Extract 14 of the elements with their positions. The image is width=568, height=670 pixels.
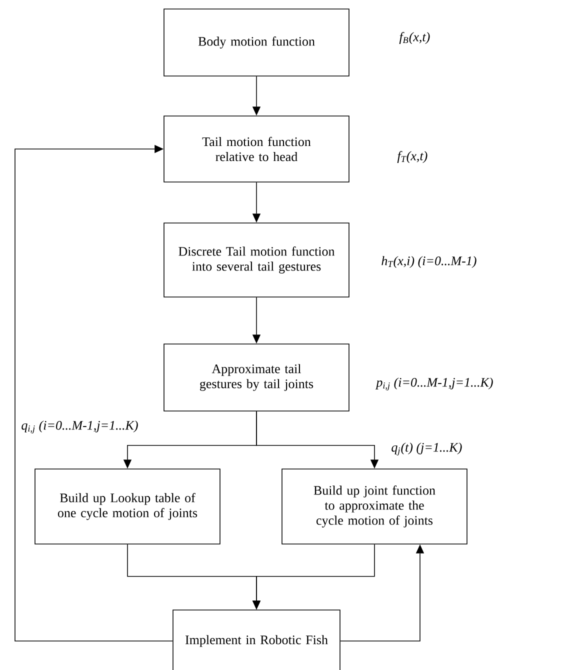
process-box: Tail motion function relative to head <box>164 116 350 182</box>
arrow <box>14 144 173 642</box>
process-box: Build up Lookup table of one cycle motion of joints <box>34 468 220 544</box>
process-box: Build up joint function to approximate the cycle motion of joints <box>282 468 468 544</box>
process-box: Implement in Robotic Fish <box>172 610 340 670</box>
formula-label: f$_{B}$(x,t) <box>399 32 430 44</box>
process-box: Discrete Tail motion function into several tail gestures <box>164 222 350 298</box>
edge-label: q$_{j}$(t) (j=1...K) <box>390 442 464 456</box>
edge-label: q$_{i,j}$ (i=0...M-1,j=1...K) <box>20 420 140 434</box>
formula-label: p$_{i,j}$ (i=0...M-1,j=1...K) <box>375 378 493 390</box>
process-box: Approximate tail gestures by tail joints <box>164 344 350 412</box>
formula-label: f$_{T}$(x,t) <box>397 151 428 163</box>
formula-label: h$_{T}$(x,i) (i=0...M-1) <box>382 256 476 268</box>
process-box: Body motion function <box>164 8 350 76</box>
